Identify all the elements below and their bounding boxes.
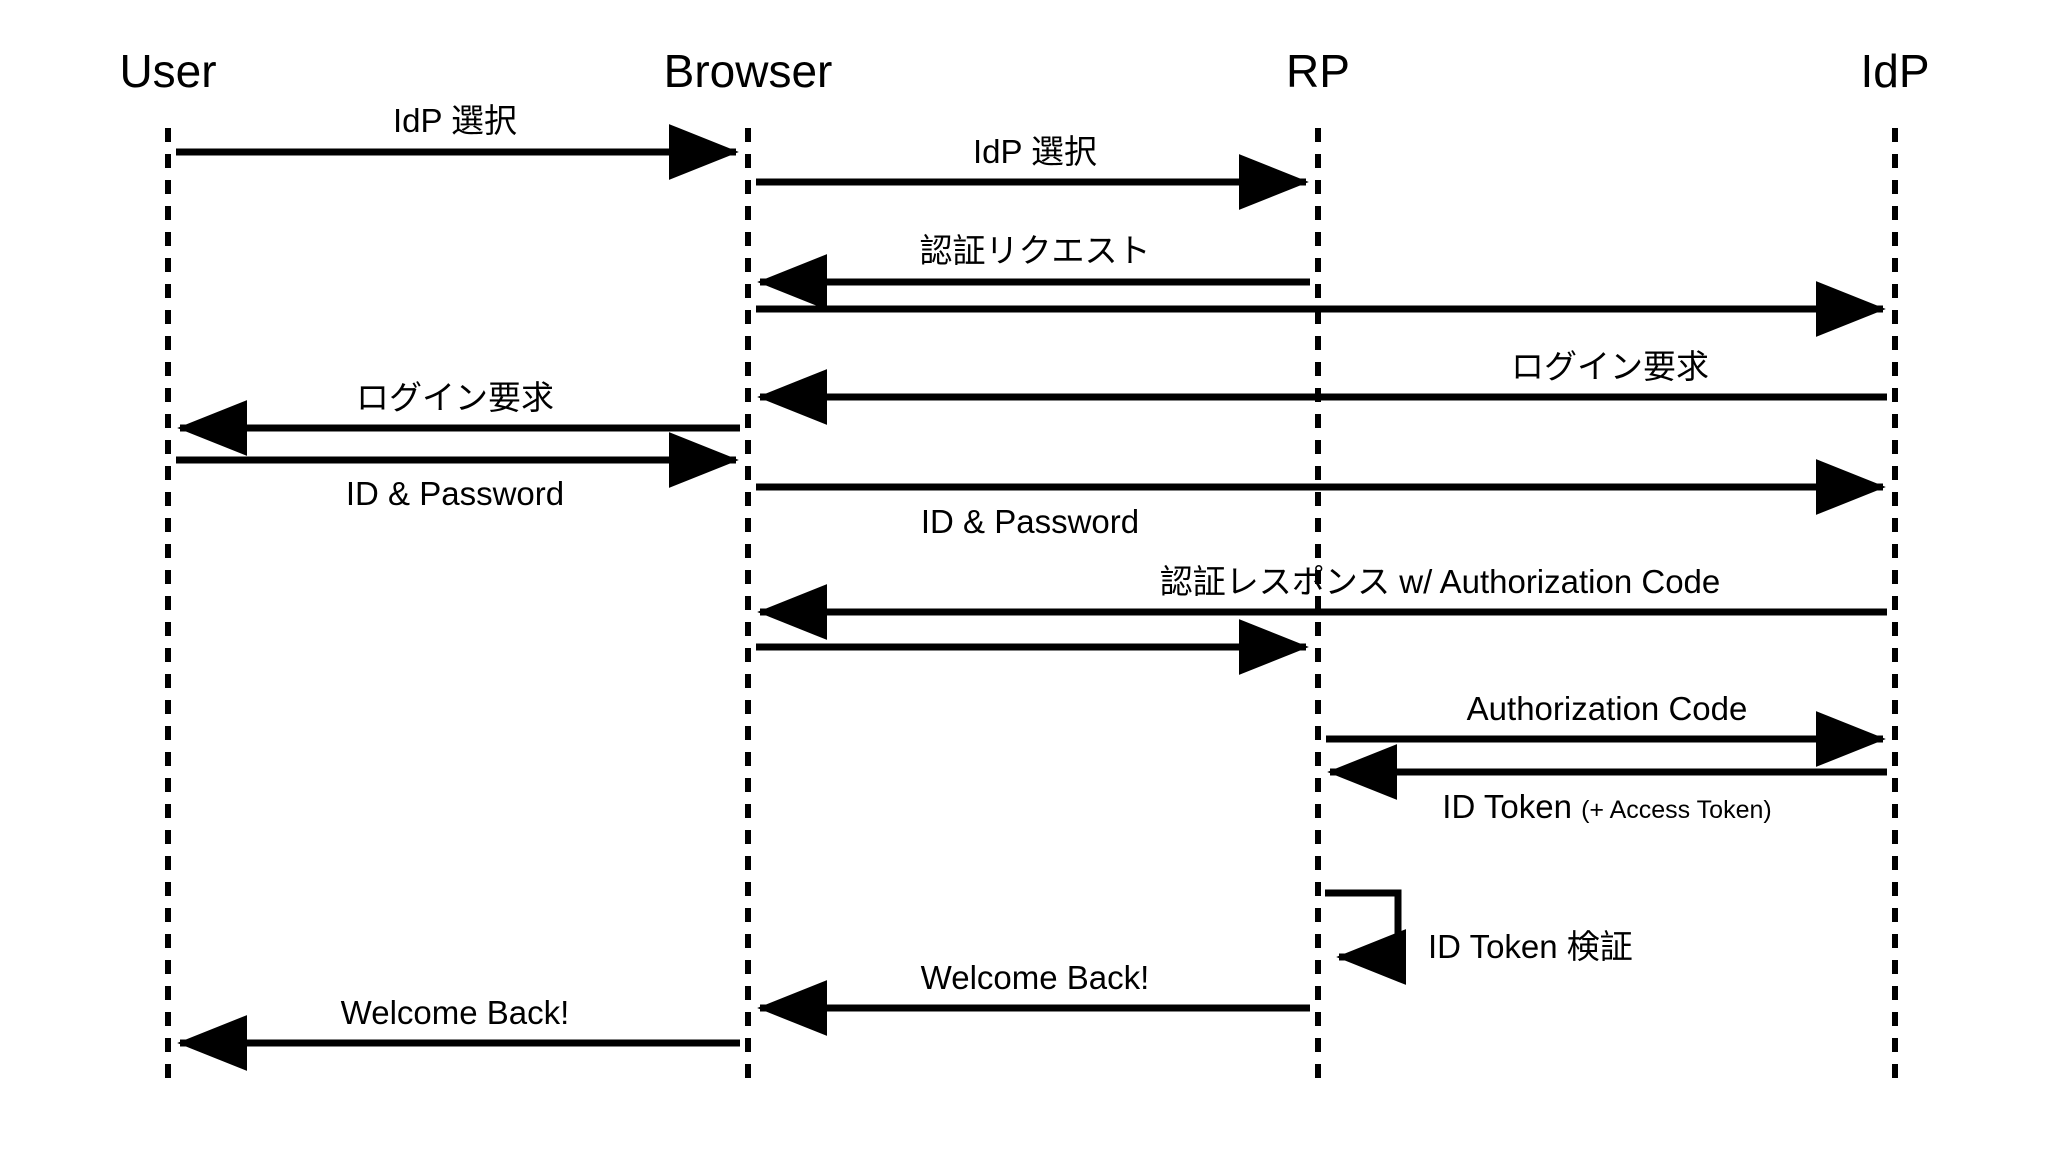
message-label-m11: Authorization Code — [1466, 690, 1748, 727]
message-label-m3: 認証リクエスト — [919, 232, 1151, 269]
message-label-m14: Welcome Back! — [340, 994, 570, 1031]
message-label-suffix-m12: (+ Access Token) — [1581, 796, 1772, 824]
message-label-m5: ログイン要求 — [1511, 348, 1709, 385]
message-label-m9: 認証レスポンス w/ Authorization Code — [1159, 563, 1721, 600]
actor-label-rp: RP — [1286, 45, 1350, 97]
message-label-m1: IdP 選択 — [392, 102, 518, 139]
message-arrows-group — [176, 124, 1887, 1071]
self-message-label-s1: ID Token 検証 — [1428, 928, 1633, 965]
message-label-main-m12: ID Token — [1442, 788, 1572, 825]
message-label-m7: ID & Password — [345, 475, 565, 512]
actor-label-browser: Browser — [663, 45, 833, 97]
message-label-m8: ID & Password — [920, 503, 1140, 540]
message-label-m13: Welcome Back! — [920, 959, 1150, 996]
message-label-m12: ID Token (+ Access Token) — [1442, 790, 1771, 823]
message-label-m6: ログイン要求 — [356, 379, 554, 416]
self-message-loop-s1 — [1325, 889, 1407, 985]
message-label-m2: IdP 選択 — [972, 133, 1098, 170]
actor-label-idp: IdP — [1860, 45, 1930, 97]
actor-label-user: User — [119, 45, 217, 97]
